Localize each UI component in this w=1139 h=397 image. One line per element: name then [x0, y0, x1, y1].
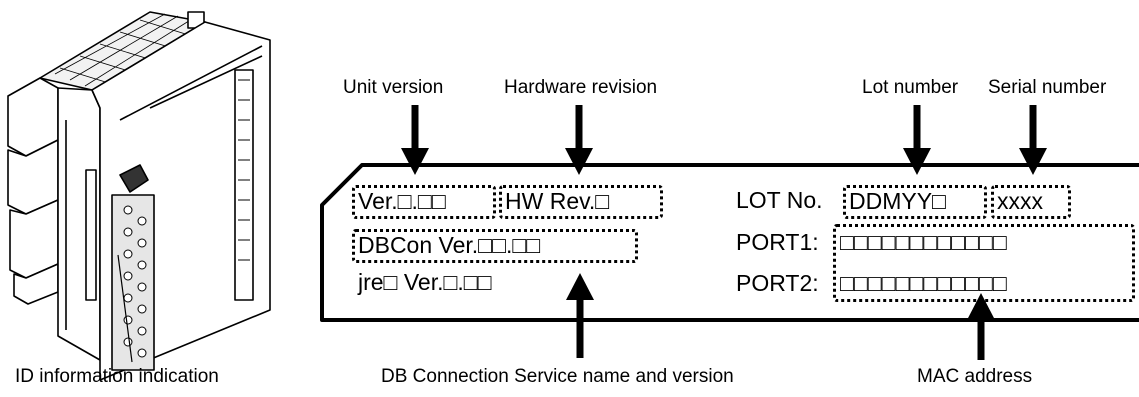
arrow-lot-number	[903, 105, 931, 175]
port2-prefix: PORT2:	[736, 270, 819, 296]
unit-version-field: Ver.□.□□	[352, 185, 496, 219]
caption-db-connection: DB Connection Service name and version	[381, 366, 734, 387]
arrows	[401, 105, 1047, 360]
caption-hardware-revision: Hardware revision	[504, 77, 658, 98]
caption-lot-number: Lot number	[862, 77, 959, 98]
dbcon-version-field: DBCon Ver.□□.□□	[352, 229, 638, 263]
arrow-unit-version	[401, 105, 429, 175]
port1-prefix: PORT1:	[736, 229, 819, 255]
caption-mac-address: MAC address	[917, 366, 1033, 387]
unit-illustration	[7, 11, 271, 381]
arrow-db-connection	[566, 273, 594, 358]
label-panel-outline	[320, 163, 1139, 322]
hardware-revision-field: HW Rev.□	[499, 185, 663, 219]
port1-mac-field: □□□□□□□□□□□□	[840, 229, 1007, 255]
arrow-mac-address	[967, 293, 995, 360]
serial-number-field: xxxx	[991, 185, 1071, 219]
jre-version-field: jre□ Ver.□.□□	[358, 269, 492, 295]
mac-address-box	[833, 224, 1135, 302]
lot-number-field: DDMYY□	[843, 185, 987, 219]
caption-id-information: ID information indication	[15, 366, 219, 387]
caption-serial-number: Serial number	[988, 77, 1107, 98]
lot-no-prefix: LOT No.	[736, 187, 823, 213]
arrow-serial-number	[1019, 105, 1047, 175]
arrow-hardware-revision	[565, 105, 593, 175]
port2-mac-field: □□□□□□□□□□□□	[840, 270, 1007, 296]
caption-unit-version: Unit version	[343, 77, 444, 98]
